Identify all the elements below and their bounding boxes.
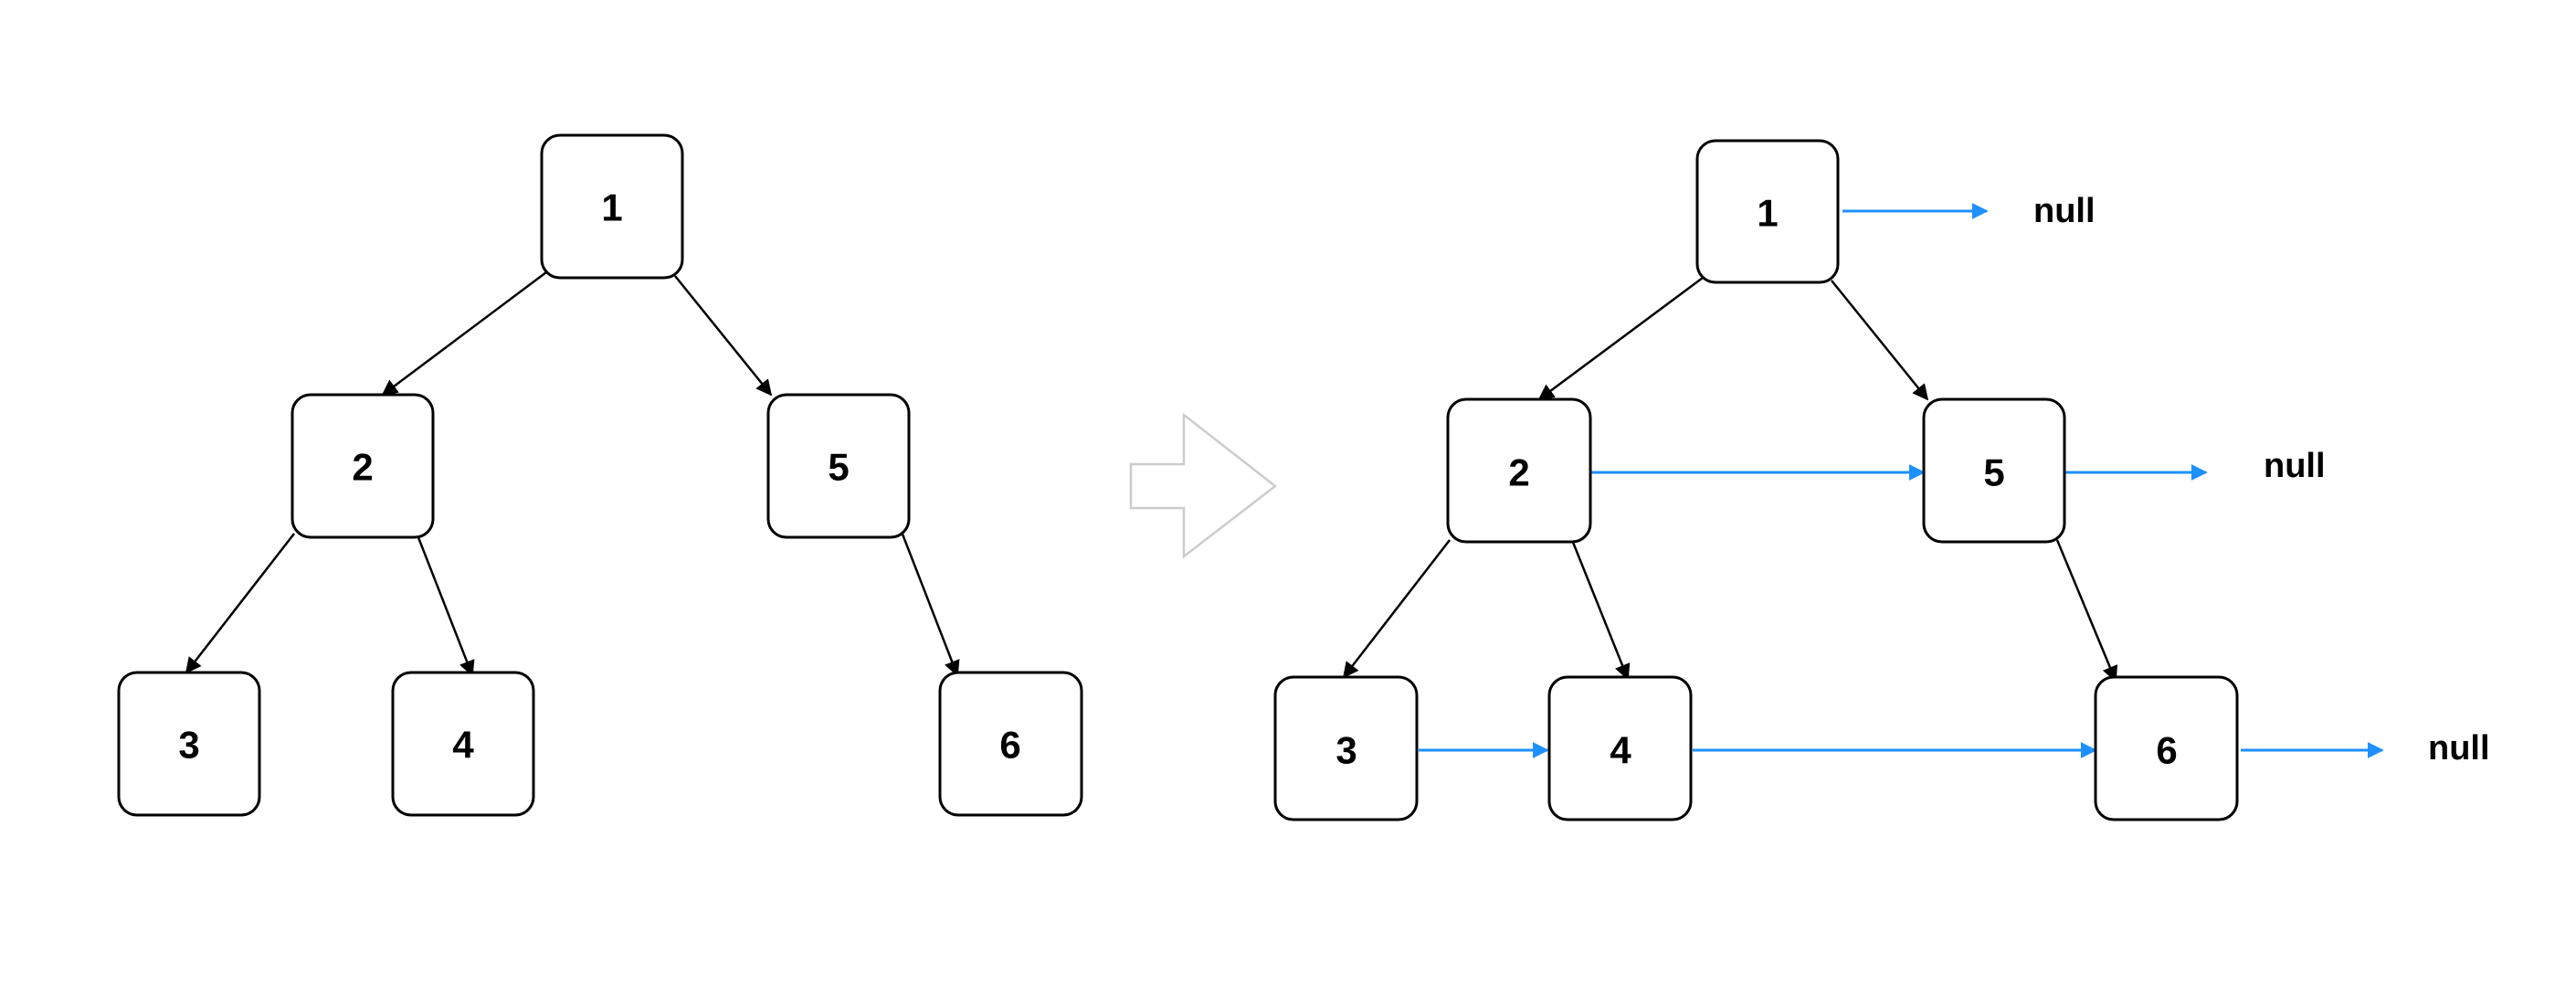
node-label: 6: [2156, 729, 2177, 772]
tree-node: 2: [1446, 397, 1592, 544]
node-label: 4: [1610, 729, 1631, 772]
node-label: 1: [1757, 192, 1778, 235]
edge-1-5: [1831, 280, 1929, 401]
after-tree: 1 2 5 3 4 6 null null null: [1273, 139, 2490, 821]
node-label: 1: [601, 186, 622, 229]
tree-node: 4: [1547, 675, 1693, 821]
tree-node: 1: [540, 133, 684, 280]
tree-node: 5: [766, 393, 911, 539]
right-arrow-icon: [1129, 412, 1278, 559]
edge-1-2: [381, 270, 547, 397]
edge-1-2: [1537, 276, 1704, 401]
node-label: 4: [452, 724, 474, 767]
node-label: 5: [828, 446, 849, 489]
tree-node: 4: [391, 671, 535, 817]
edge-5-6: [900, 531, 960, 677]
edge-2-4: [1568, 535, 1631, 681]
edge-1-5: [674, 275, 773, 397]
tree-node: 6: [938, 671, 1083, 817]
edge-2-4: [413, 527, 475, 677]
node-label: 3: [1336, 729, 1357, 772]
before-tree: 1 2 5 3 4 6: [117, 133, 1083, 817]
node-label: 2: [352, 446, 373, 489]
tree-node: 3: [1273, 675, 1419, 821]
tree-node: 3: [117, 671, 261, 817]
tree-node: 1: [1695, 139, 1840, 284]
tree-node: 2: [290, 393, 435, 539]
null-label: null: [2033, 192, 2096, 230]
node-label: 6: [999, 724, 1020, 767]
edge-5-6: [2055, 539, 2118, 683]
null-label: null: [2264, 447, 2326, 485]
node-label: 2: [1508, 451, 1529, 494]
null-label: null: [2428, 729, 2490, 768]
edge-2-3: [185, 533, 295, 674]
node-label: 5: [1983, 451, 2004, 494]
tree-node: 6: [2094, 675, 2239, 821]
node-label: 3: [178, 724, 199, 767]
tree-node: 5: [1922, 397, 2066, 544]
edge-2-3: [1342, 539, 1451, 679]
